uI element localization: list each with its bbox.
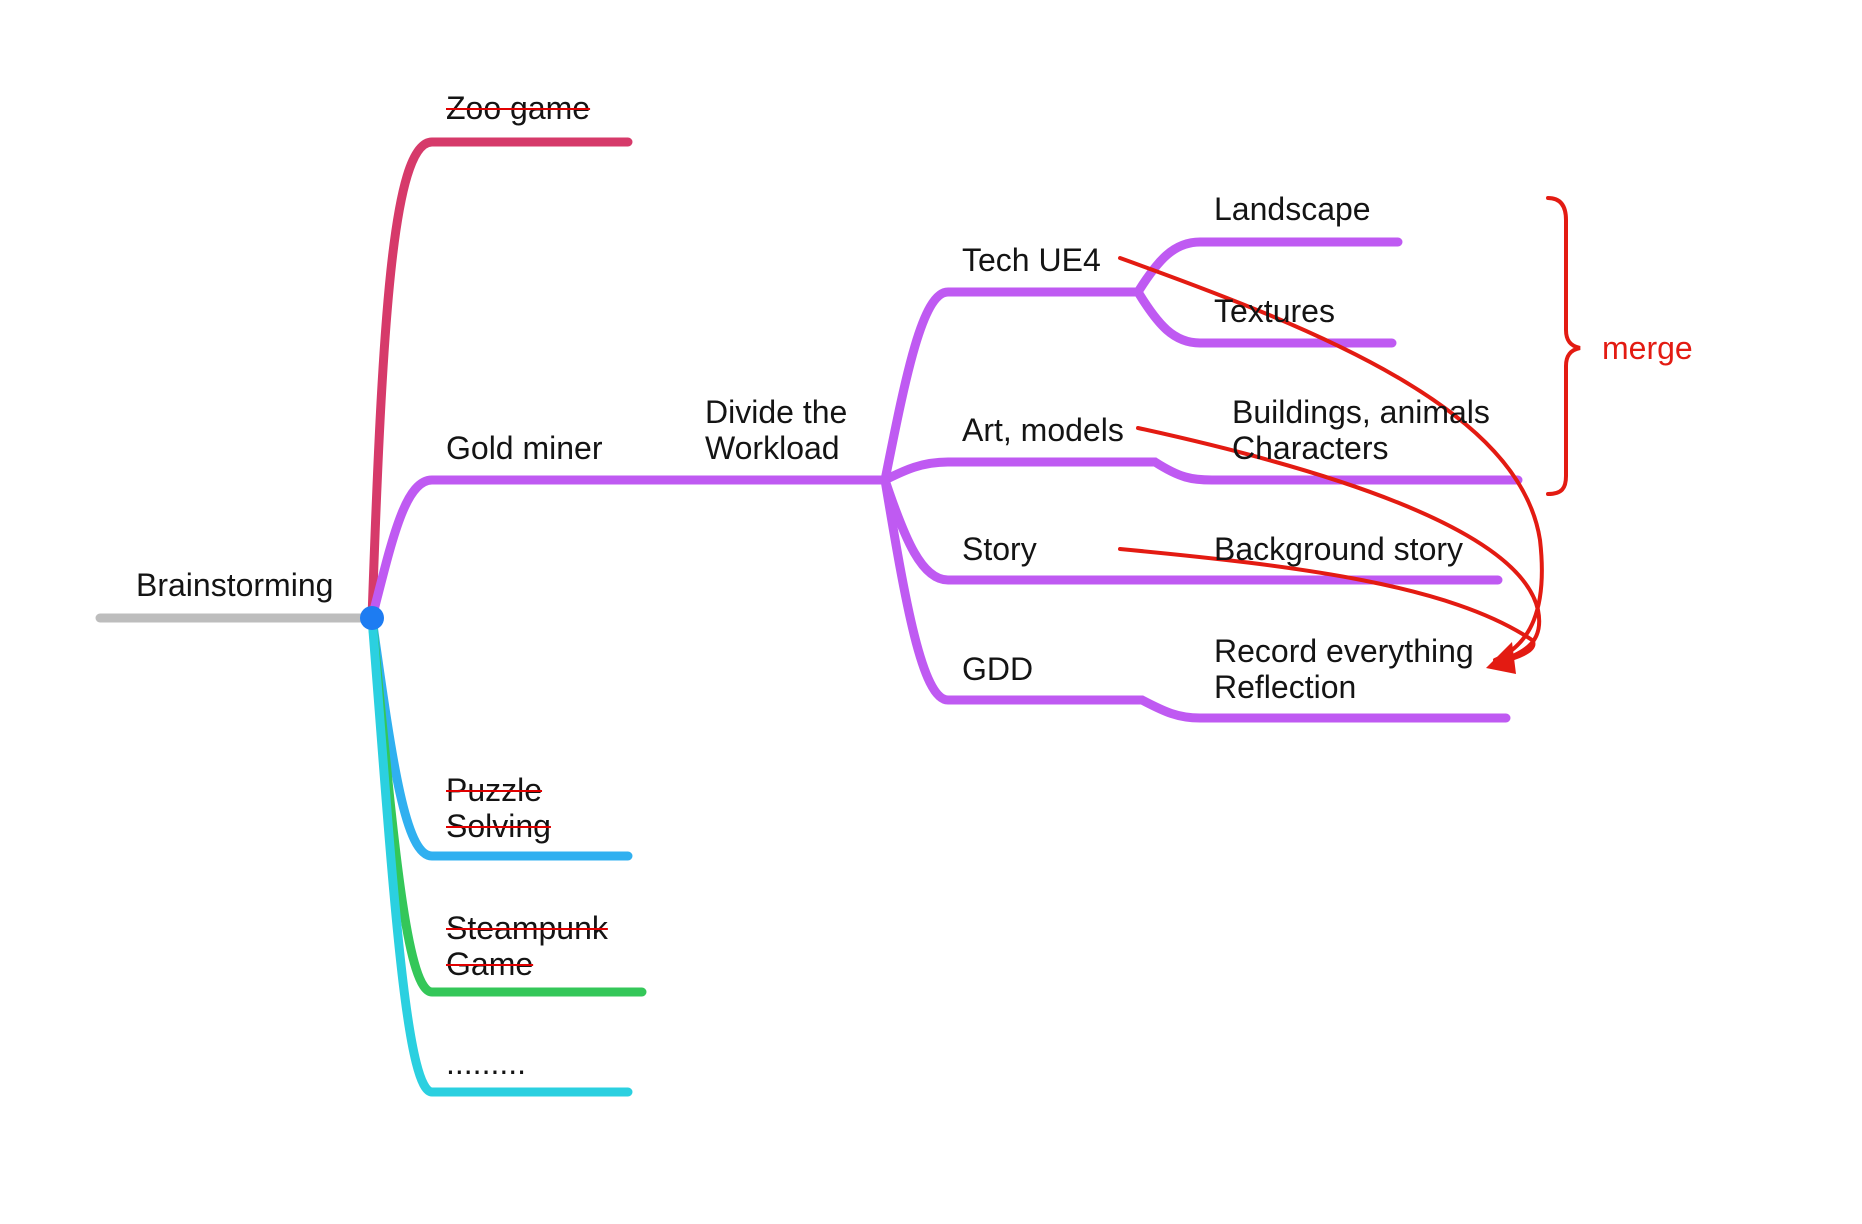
steampunk-line1: Steampunk <box>446 910 608 946</box>
art-models-label[interactable]: Art, models <box>962 412 1124 448</box>
background-story-label[interactable]: Background story <box>1214 531 1464 567</box>
buildings-line2: Characters <box>1232 430 1389 466</box>
gdd-label[interactable]: GDD <box>962 651 1034 687</box>
puzzle-line1: Puzzle <box>446 772 543 808</box>
steampunk-line2: Game <box>446 946 534 982</box>
puzzle-line2: Solving <box>446 808 551 844</box>
merge-label[interactable]: merge <box>1602 330 1693 366</box>
zoo-branch-line <box>367 137 633 623</box>
zoo-game-label[interactable]: Zoo game <box>446 90 591 126</box>
landscape-label[interactable]: Landscape <box>1214 191 1371 227</box>
gold-miner-label[interactable]: Gold miner <box>446 430 603 466</box>
buildings-line1: Buildings, animals <box>1232 394 1490 430</box>
merge-arrow-tech <box>1118 256 1544 662</box>
divide-workload-line2: Workload <box>705 430 840 466</box>
art-branch-line <box>880 457 1523 485</box>
divide-workload-label[interactable]: Divide the Workload <box>705 394 847 466</box>
story-label[interactable]: Story <box>962 531 1037 567</box>
gold-branch-line <box>367 475 890 623</box>
record-reflection-label[interactable]: Record everything Reflection <box>1214 633 1474 705</box>
more-ellipsis-label[interactable]: ......... <box>446 1045 527 1081</box>
merge-brace <box>1546 196 1581 496</box>
steampunk-game-label[interactable]: Steampunk Game <box>446 910 608 982</box>
textures-leaf-line <box>1133 287 1397 348</box>
root-label[interactable]: Brainstorming <box>136 567 334 603</box>
tech-ue4-label[interactable]: Tech UE4 <box>962 242 1101 278</box>
record-line2: Reflection <box>1214 669 1357 705</box>
tech-branch-line <box>880 287 1143 485</box>
merge-arrow-art <box>1136 426 1542 664</box>
gdd-branch-line <box>880 475 1511 723</box>
divide-workload-line1: Divide the <box>705 394 848 430</box>
textures-label[interactable]: Textures <box>1214 293 1335 329</box>
landscape-leaf-line <box>1133 237 1403 297</box>
merge-arrowhead <box>1486 642 1516 674</box>
puzzle-solving-label[interactable]: Puzzle Solving <box>446 772 551 844</box>
merge-arrow-story <box>1118 547 1536 664</box>
buildings-characters-label[interactable]: Buildings, animals Characters <box>1232 394 1490 466</box>
record-line1: Record everything <box>1214 633 1474 669</box>
root-node[interactable] <box>360 606 384 630</box>
more-branch-line <box>367 613 633 1097</box>
